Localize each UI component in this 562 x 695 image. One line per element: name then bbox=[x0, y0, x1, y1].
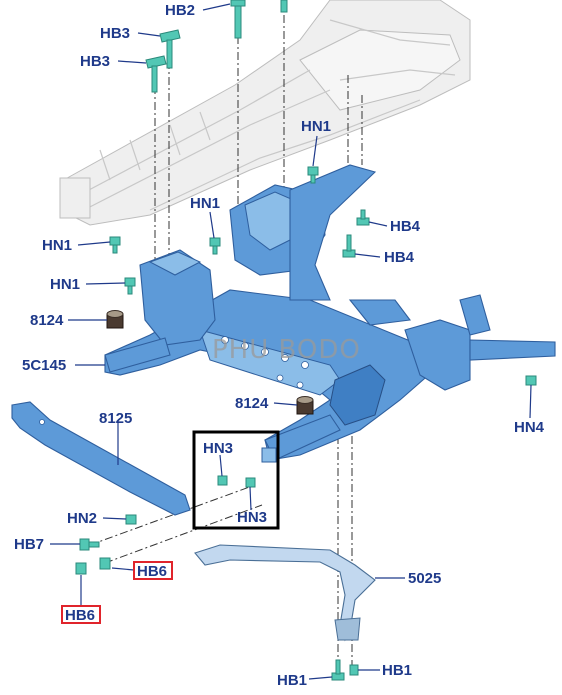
bolt-hb4-b bbox=[342, 234, 356, 258]
bracket-5025 bbox=[194, 544, 376, 642]
label-5c145: 5C145 bbox=[22, 357, 66, 374]
bushing-8124-b bbox=[296, 396, 314, 415]
label-hb1-a: HB1 bbox=[277, 672, 307, 689]
hb6-highlight-a bbox=[133, 561, 173, 580]
bolt-hb6-b bbox=[75, 562, 87, 575]
leader-lines bbox=[50, 3, 532, 680]
label-hb6-a: HB6 bbox=[137, 563, 167, 580]
label-hn4: HN4 bbox=[514, 419, 545, 436]
part-labels: HB2 HB3 HB3 HN1 HN1 HN1 HN1 HB4 HB4 8124… bbox=[14, 2, 545, 689]
label-hb2: HB2 bbox=[165, 2, 195, 19]
label-hn1-b: HN1 bbox=[190, 195, 220, 212]
label-hn3-a: HN3 bbox=[203, 440, 233, 457]
label-hn3-b: HN3 bbox=[237, 509, 267, 526]
bolt-top-rear bbox=[280, 0, 288, 13]
bolt-hb6-a bbox=[99, 557, 111, 570]
bolt-hb1-a bbox=[331, 659, 345, 681]
label-hn1-c: HN1 bbox=[42, 237, 72, 254]
label-8124-a: 8124 bbox=[30, 312, 64, 329]
label-hb6-b: HB6 bbox=[65, 607, 95, 624]
bolt-hb3-b bbox=[145, 55, 167, 93]
front-subframe bbox=[104, 164, 556, 463]
bolt-hb1-b bbox=[349, 664, 359, 676]
label-hb7: HB7 bbox=[14, 536, 44, 553]
bushing-8124-a bbox=[106, 310, 124, 329]
front-bar-8125 bbox=[11, 401, 191, 516]
nut-hn3-a bbox=[217, 475, 228, 486]
bolt-hb4-a bbox=[356, 209, 370, 226]
label-hn1-a: HN1 bbox=[301, 118, 331, 135]
label-8124-b: 8124 bbox=[235, 395, 269, 412]
nut-hn4 bbox=[525, 375, 537, 386]
label-8125: 8125 bbox=[99, 410, 132, 427]
bolt-hb2 bbox=[230, 0, 246, 39]
hb6-highlight-b bbox=[61, 605, 101, 624]
label-hb3-a: HB3 bbox=[100, 25, 130, 42]
nut-hn3-b bbox=[245, 477, 256, 488]
bolt-hb7 bbox=[79, 538, 100, 551]
nut-hn2 bbox=[125, 514, 137, 525]
hn3-detail-box bbox=[192, 430, 280, 530]
label-hb1-b: HB1 bbox=[382, 662, 412, 679]
vehicle-body-rail bbox=[59, 0, 471, 226]
watermark: PHU BODO bbox=[212, 335, 361, 365]
bolt-hb3-a bbox=[159, 29, 181, 69]
nut-hn1-a bbox=[307, 166, 319, 184]
label-5025: 5025 bbox=[408, 570, 441, 587]
fasteners bbox=[75, 0, 537, 681]
label-hn1-d: HN1 bbox=[50, 276, 80, 293]
label-hb4-b: HB4 bbox=[384, 249, 415, 266]
nut-hn1-d bbox=[124, 277, 136, 295]
label-hb3-b: HB3 bbox=[80, 53, 110, 70]
label-hn2: HN2 bbox=[67, 510, 97, 527]
label-hb4-a: HB4 bbox=[390, 218, 421, 235]
nut-hn1-b bbox=[209, 237, 221, 255]
nut-hn1-c bbox=[109, 236, 121, 254]
